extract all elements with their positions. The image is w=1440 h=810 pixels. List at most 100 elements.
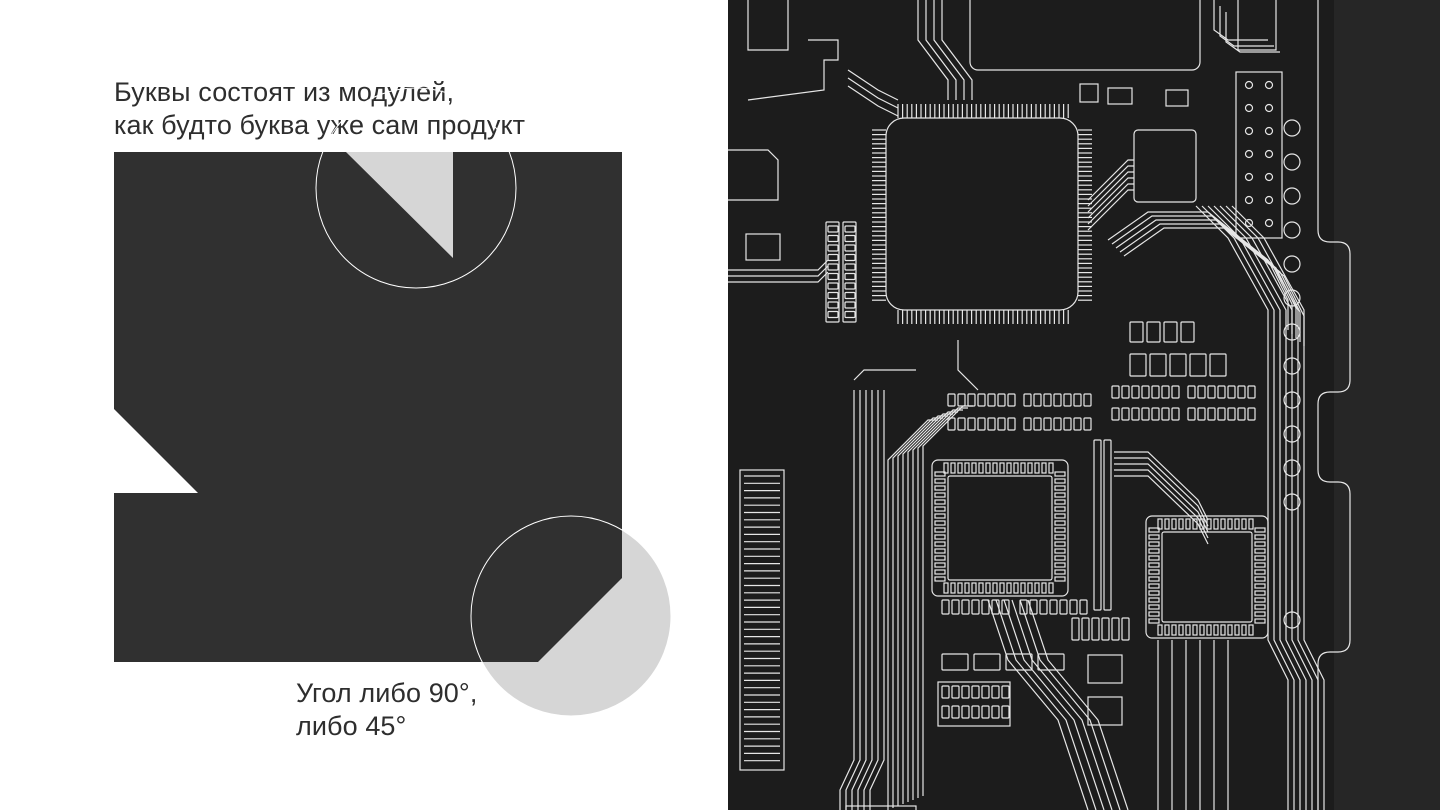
trace-bundle-right (1213, 205, 1307, 810)
resistor-pad (1033, 393, 1042, 407)
qfn-pad (1185, 624, 1191, 636)
header-pin (1264, 149, 1274, 159)
test-point (1283, 459, 1301, 477)
resistor-pad (1007, 393, 1016, 407)
resistor-pad (957, 417, 966, 431)
qfn-pad (1241, 624, 1247, 636)
qfn-pad (999, 582, 1005, 594)
small-pad (961, 685, 970, 699)
small-pad (981, 599, 990, 615)
qfn-pad (964, 462, 970, 474)
header-pin (1244, 218, 1254, 228)
qfn-pad (1148, 541, 1160, 547)
resistor-pad (1227, 385, 1236, 399)
trace (728, 149, 779, 201)
capacitor-pad (1209, 353, 1227, 377)
connector-pin (827, 301, 839, 309)
connector-pin (844, 253, 856, 262)
trace-diagonal (1003, 599, 1105, 810)
qfn-pad (1192, 624, 1198, 636)
connector-pin (827, 282, 839, 290)
trace (1213, 0, 1268, 41)
small-pad (1039, 599, 1048, 615)
trace-bundle-mid (917, 407, 968, 798)
trace-to-regulator (1087, 177, 1134, 219)
qfn-pad (1206, 624, 1212, 636)
small-part (1079, 83, 1099, 103)
qfn-pad (1034, 582, 1040, 594)
connector-block (842, 221, 857, 323)
small-transistor (745, 233, 781, 261)
trace-to-edge (1115, 219, 1297, 338)
trace (728, 265, 829, 277)
trace-bundle-mid (912, 409, 963, 800)
qfn-pad (1254, 604, 1266, 610)
resistor-pad (1083, 393, 1092, 407)
connector-pin (827, 310, 839, 319)
qfn-pad (1254, 541, 1266, 547)
trace (1225, 12, 1280, 53)
resistor-pad (1053, 417, 1062, 431)
caption-angle-line-1: Угол либо 90°, (296, 678, 478, 708)
top-memory-chip (969, 0, 1201, 71)
resistor-pad (1023, 393, 1032, 407)
qfn-pad (934, 513, 946, 519)
resistor-pad (1033, 417, 1042, 431)
small-pad (951, 685, 960, 699)
capacitor-pad (1129, 353, 1147, 377)
qfn-pad (957, 462, 963, 474)
board-outline (1317, 0, 1351, 810)
trace-bundle-mid (922, 405, 973, 796)
test-point (1283, 323, 1301, 341)
qfn-pad (1254, 527, 1266, 533)
header-pin (1264, 172, 1274, 182)
qfn-pad (1027, 582, 1033, 594)
small-pad (951, 705, 960, 719)
connector-pin (844, 263, 856, 271)
qfn-pad (957, 582, 963, 594)
secondary-chip-right-die (1161, 531, 1253, 623)
pin-header (1235, 71, 1283, 239)
resistor-pad (977, 393, 986, 407)
resistor-pad (1227, 407, 1236, 421)
trace-bundle-mid (892, 417, 943, 808)
capacitor-pad (1129, 321, 1144, 343)
qfn-pad (1254, 569, 1266, 575)
qfn-pad (1254, 597, 1266, 603)
qfn-pad (1248, 624, 1254, 636)
qfn-pad (1254, 611, 1266, 617)
qfn-pad (1054, 569, 1066, 575)
qfn-pad (1054, 478, 1066, 484)
qfn-pad (1048, 582, 1054, 594)
small-pad (1019, 599, 1028, 615)
connector-pin (827, 253, 839, 262)
caption-modules-line-1: Буквы состоят из модулей, (114, 77, 455, 107)
small-pad (1059, 599, 1068, 615)
qfn-pad (1148, 569, 1160, 575)
qfn-pad (992, 582, 998, 594)
qfn-pad (1148, 548, 1160, 554)
qfn-pad (1054, 548, 1066, 554)
qfn-pad (1041, 462, 1047, 474)
letter-shape (114, 152, 622, 662)
resistor-pad (947, 393, 956, 407)
test-point (1283, 289, 1301, 307)
board-edge-strip (1334, 0, 1440, 810)
test-point (1283, 221, 1301, 239)
small-pad (1029, 599, 1038, 615)
trace-to-chip (1114, 457, 1209, 527)
trace-bundle-left (839, 390, 855, 810)
small-pad (941, 685, 950, 699)
trace (747, 39, 839, 101)
qfn-pad (1213, 624, 1219, 636)
qfn-pad (934, 485, 946, 491)
resistor-pad (1023, 417, 1032, 431)
header-pin (1264, 195, 1274, 205)
connector-pin (844, 282, 856, 290)
letter-module-diagram (114, 152, 671, 716)
capacitor-pad (1180, 321, 1195, 343)
caption-modules: Буквы состоят из модулей, как будто букв… (114, 76, 525, 142)
capacitor-pad (1169, 353, 1187, 377)
small-pad (1101, 617, 1110, 641)
resistor-pad (1237, 385, 1246, 399)
